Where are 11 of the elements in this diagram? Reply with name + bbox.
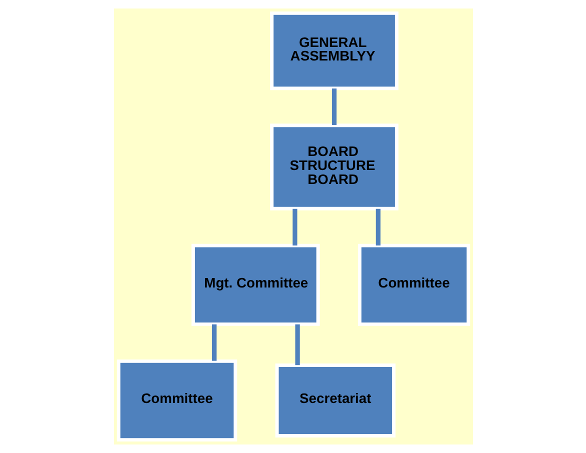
node-box: GENERAL ASSEMBLYY — [270, 11, 398, 90]
node-box: Committee — [116, 359, 237, 442]
node-box: BOARD STRUCTURE BOARD — [270, 124, 398, 210]
connector — [211, 324, 216, 361]
node-box: Mgt. Committee — [190, 244, 320, 326]
connector — [292, 208, 297, 246]
connector — [375, 208, 380, 246]
connector — [331, 88, 336, 125]
node-box: Committee — [357, 244, 470, 326]
connector — [294, 324, 300, 366]
node-box: Secretariat — [274, 364, 396, 438]
